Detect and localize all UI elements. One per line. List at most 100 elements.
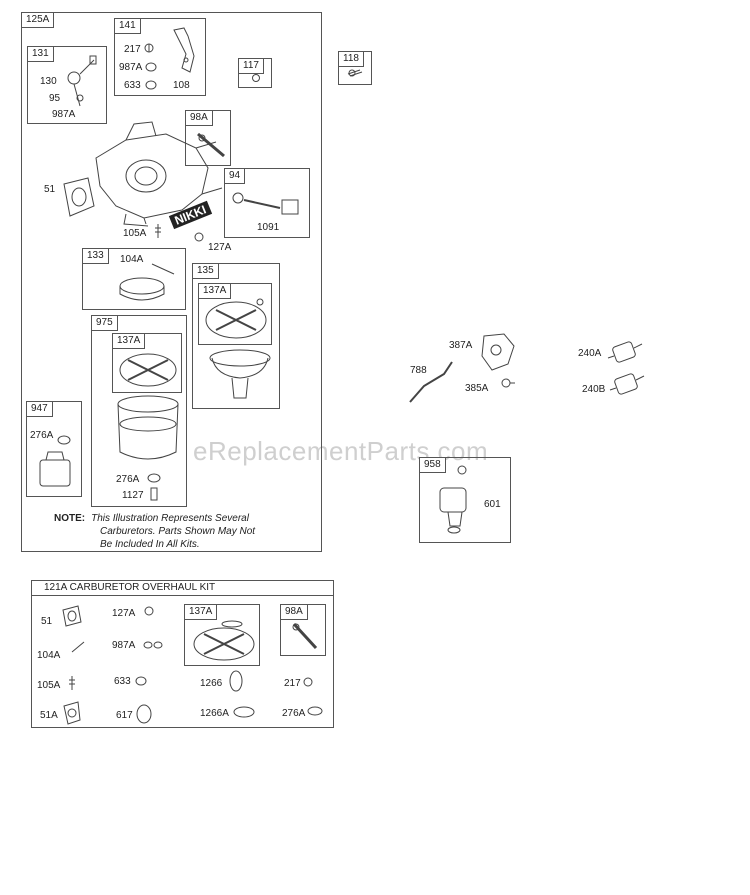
part-240B-filter [609,373,645,395]
note-line-3: Be Included In All Kits. [100,539,200,550]
part-131-needle [67,55,97,107]
label-385A: 385A [465,383,489,394]
part-94-solenoid [232,192,299,215]
part-98A-screw [197,132,225,158]
label-95: 95 [49,93,61,104]
kit-label-276A: 276A [282,708,306,719]
kit-part-127A [144,606,154,616]
label-104A: 104A [120,254,144,265]
tag-137A-upper: 137A [198,283,232,299]
label-276A-b: 276A [30,430,54,441]
part-217-screw [144,43,154,53]
label-127A: 127A [208,242,232,253]
part-127A [194,232,204,242]
tag-135: 135 [192,263,219,279]
part-975-bowl [117,395,179,460]
box-98A: 98A [185,110,231,166]
tag-975: 975 [91,315,118,331]
label-601: 601 [484,499,501,510]
tag-137A-lower: 137A [112,333,146,349]
tag-94: 94 [224,168,246,184]
label-240A: 240A [578,348,602,359]
label-130: 130 [40,76,57,87]
kit-part-217 [303,677,313,687]
kit-part-1266A [233,706,255,718]
kit-part-98A [292,622,318,650]
kit-title: 121A CARBURETOR OVERHAUL KIT [32,581,333,596]
kit-label-51A: 51A [40,710,58,721]
tag-947: 947 [26,401,53,417]
box-94: 94 [224,168,310,238]
box-131: 131 [27,46,107,124]
kit-part-633 [135,676,147,686]
kit-part-276A [307,706,323,716]
kit-label-127A: 127A [112,608,136,619]
tag-98A: 98A [185,110,213,126]
box-133: 133 [82,248,186,310]
kit-part-51A [63,701,81,725]
part-276A [147,473,161,483]
tag-131: 131 [27,46,54,62]
carburetor-body [95,121,223,227]
kit-label-1266: 1266 [200,678,223,689]
box-118: 118 [338,51,372,85]
label-51: 51 [44,184,56,195]
kit-part-137A [193,620,255,661]
part-137A-gasket-upper [205,298,267,339]
part-385A [501,378,515,388]
label-633: 633 [124,80,141,91]
tag-117: 117 [238,58,264,74]
box-141: 141 [114,18,206,96]
label-1127: 1127 [122,490,144,501]
part-135-bowl [209,349,271,399]
kit-label-617: 617 [116,710,133,721]
part-51-gasket [63,177,95,217]
label-240B: 240B [582,384,606,395]
kit-tag-98A: 98A [280,604,308,620]
tag-133: 133 [82,248,109,264]
kit-part-105A [69,676,75,690]
tag-125A: 125A [21,12,55,28]
label-276A: 276A [116,474,140,485]
kit-label-104A: 104A [37,650,61,661]
kit-frame: 121A CARBURETOR OVERHAUL KIT [31,580,334,728]
kit-box-137A: 137A [184,604,260,666]
part-633-oring [145,80,157,90]
part-137A-gasket-lower [119,353,177,387]
box-137A-lower: 137A [112,333,182,393]
kit-label-1266A: 1266A [200,708,229,719]
label-987A-b: 987A [52,109,76,120]
frame-125A: 125A [21,12,322,552]
part-788-link [409,361,453,403]
kit-label-633: 633 [114,676,131,687]
label-987A: 987A [119,62,143,73]
kit-part-617 [136,704,152,724]
label-1091: 1091 [257,222,280,233]
box-117: 117 [238,58,272,88]
tag-958: 958 [419,457,446,473]
part-958-pump [439,465,467,534]
box-137A-upper: 137A [198,283,272,345]
box-975: 975 [91,315,187,507]
kit-part-1266 [229,670,243,692]
label-387A: 387A [449,340,473,351]
diagram-note: NOTE:This Illustration Represents Severa… [54,512,249,525]
kit-tag-137A: 137A [184,604,218,620]
part-947-solenoid [39,435,71,487]
box-958: 958 [419,457,511,543]
note-label: NOTE: [54,513,86,524]
label-105A: 105A [123,228,147,239]
part-987A-oring [145,62,157,72]
part-240A-filter [607,341,643,363]
box-947: 947 [26,401,82,497]
part-133-float [119,263,175,301]
kit-part-987A [143,641,163,649]
label-108: 108 [173,80,190,91]
part-108-bracket [173,27,195,73]
label-788: 788 [410,365,427,376]
kit-part-51 [62,605,82,627]
part-1127 [150,487,158,501]
part-105A [155,224,161,238]
tag-118: 118 [338,51,364,67]
box-135: 135 [192,263,280,409]
